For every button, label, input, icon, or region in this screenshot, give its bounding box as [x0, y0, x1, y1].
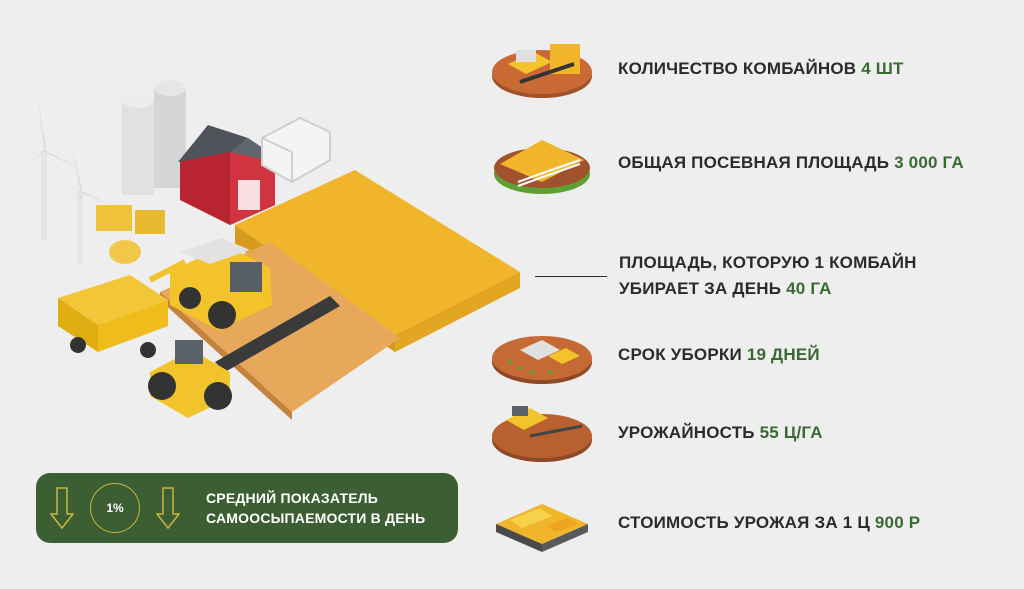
- stat-label: СРОК УБОРКИ: [618, 344, 742, 364]
- hay-bale-icon: [96, 205, 165, 264]
- stat-label: ПЛОЩАДЬ, КОТОРУЮ 1 КОМБАЙН: [619, 253, 917, 272]
- percent-circle: 1%: [90, 483, 140, 533]
- silo-icon: [122, 80, 186, 195]
- stat-value: 4 ШТ: [861, 58, 904, 78]
- down-arrow-icon: [156, 487, 180, 530]
- stat-sown-area: ОБЩАЯ ПОСЕВНАЯ ПЛОЩАДЬ 3 000 ГА: [490, 130, 964, 194]
- fenced-field-icon: [494, 140, 590, 194]
- self-shedding-banner: 1% СРЕДНИЙ ПОКАЗАТЕЛЬ САМООСЫПАЕМОСТИ В …: [36, 473, 458, 543]
- stat-label: УБИРАЕТ ЗА ДЕНЬ: [619, 279, 782, 298]
- stat-daily-area: ПЛОЩАДЬ, КОТОРУЮ 1 КОМБАЙН УБИРАЕТ ЗА ДЕ…: [535, 250, 917, 302]
- combine-harvester: [148, 238, 340, 372]
- farm-illustration: [12, 80, 520, 420]
- stat-harvest-period: СРОК УБОРКИ 19 ДНЕЙ: [490, 322, 820, 386]
- plowing-tractor-icon: [492, 406, 592, 462]
- stat-value: 40 ГА: [786, 279, 832, 298]
- greenhouse-icon: [261, 116, 331, 184]
- down-arrow-icon: [50, 487, 74, 530]
- tractor-field-icon: [492, 336, 592, 384]
- stat-cost: СТОИМОСТЬ УРОЖАЯ ЗА 1 Ц 900 Р: [490, 490, 920, 554]
- tractor-icon: [148, 340, 232, 418]
- wind-turbine-icon: [12, 100, 110, 265]
- grain-trailer-icon: [58, 275, 168, 358]
- stat-yield: УРОЖАЙНОСТЬ 55 Ц/ГА: [490, 400, 823, 464]
- stat-value: 3 000 ГА: [894, 152, 964, 172]
- combine-harvester-icon: [492, 44, 592, 98]
- banner-line1: СРЕДНИЙ ПОКАЗАТЕЛЬ: [206, 490, 379, 506]
- stat-label: КОЛИЧЕСТВО КОМБАЙНОВ: [618, 58, 857, 78]
- grain-stack-icon: [496, 504, 588, 552]
- stat-combines: КОЛИЧЕСТВО КОМБАЙНОВ 4 ШТ: [490, 36, 904, 100]
- divider-line: [535, 275, 607, 277]
- stat-value: 900 Р: [874, 512, 921, 532]
- stat-label: СТОИМОСТЬ УРОЖАЯ ЗА 1 Ц: [618, 512, 870, 532]
- stat-label: ОБЩАЯ ПОСЕВНАЯ ПЛОЩАДЬ: [618, 152, 890, 172]
- stat-value: 55 Ц/ГА: [759, 422, 823, 442]
- stat-label: УРОЖАЙНОСТЬ: [618, 422, 755, 442]
- stat-value: 19 ДНЕЙ: [746, 344, 820, 364]
- banner-line2: САМООСЫПАЕМОСТИ В ДЕНЬ: [206, 510, 426, 526]
- barn-icon: [178, 125, 278, 225]
